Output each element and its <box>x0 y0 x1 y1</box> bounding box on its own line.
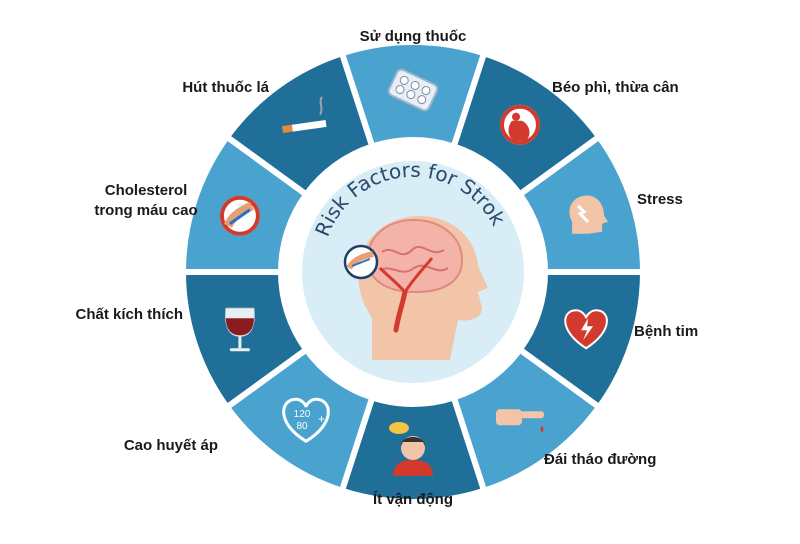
clogged-artery-icon <box>219 195 260 236</box>
bp-value-top: 120 <box>294 409 311 420</box>
center-artery-icon <box>343 244 379 280</box>
svg-text:+: + <box>318 412 325 426</box>
label-cholesterol-line2: trong máu cao <box>94 202 198 219</box>
finger-blood-drop-icon <box>495 409 544 433</box>
obesity-icon <box>499 104 540 145</box>
wine-glass-icon <box>225 307 255 352</box>
label-stress: Stress <box>637 191 683 208</box>
label-stimulants: Chất kích thích <box>75 306 183 323</box>
label-hypertension: Cao huyết áp <box>123 437 218 454</box>
label-heart-disease: Bệnh tim <box>634 323 699 340</box>
sleepy-person-icon <box>389 422 433 476</box>
label-cholesterol-line1: Cholesterol <box>104 182 188 199</box>
label-diabetes: Đái tháo đường <box>544 451 657 468</box>
label-drug-use: Sử dụng thuốc <box>359 28 467 45</box>
headache-icon <box>569 195 609 234</box>
bp-value-bottom: 80 <box>296 421 308 432</box>
pill-pack-icon <box>387 68 439 112</box>
label-obesity: Béo phì, thừa cân <box>552 79 679 96</box>
label-smoking: Hút thuốc lá <box>182 79 269 96</box>
cigarette-icon <box>281 96 327 134</box>
heart-icon <box>564 309 608 350</box>
label-inactivity: Ít vận động <box>373 491 453 508</box>
label-cholesterol: Cholesterol trong máu cao <box>94 181 197 221</box>
brain-head-icon <box>358 216 488 360</box>
